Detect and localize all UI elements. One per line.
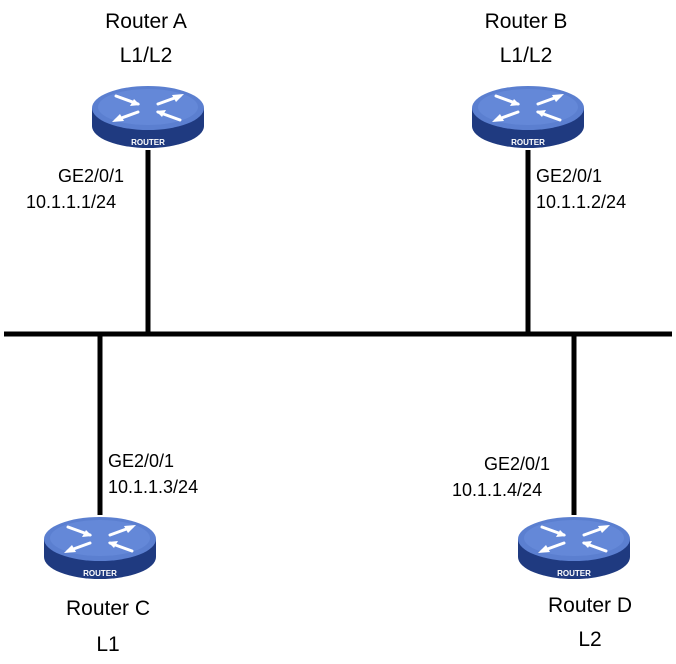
router-badge: ROUTER <box>131 138 165 147</box>
router-b-ip: 10.1.1.2/24 <box>536 192 626 212</box>
router-c-name: Router C <box>66 597 150 620</box>
router-a-interface: GE2/0/1 <box>58 166 124 186</box>
router-c-ip: 10.1.1.3/24 <box>108 477 198 497</box>
router-a-ip: 10.1.1.1/24 <box>26 192 116 212</box>
router-d-level: L2 <box>578 628 601 651</box>
router-d-name: Router D <box>548 594 632 617</box>
router-badge: ROUTER <box>511 138 545 147</box>
router-b: ROUTER Router B L1/L2 GE2/0/1 10.1.1.2/2… <box>470 10 626 212</box>
router-d-interface: GE2/0/1 <box>484 454 550 474</box>
router-c: ROUTER Router C L1 GE2/0/1 10.1.1.3/24 <box>42 451 198 656</box>
router-b-level: L1/L2 <box>500 44 553 67</box>
router-c-interface: GE2/0/1 <box>108 451 174 471</box>
router-badge: ROUTER <box>557 569 591 578</box>
router-d: ROUTER Router D L2 GE2/0/1 10.1.1.4/24 <box>452 454 632 651</box>
router-d-ip: 10.1.1.4/24 <box>452 480 542 500</box>
router-b-name: Router B <box>485 10 568 33</box>
router-b-interface: GE2/0/1 <box>536 166 602 186</box>
router-a-level: L1/L2 <box>120 44 173 67</box>
router-a-name: Router A <box>105 10 187 33</box>
router-c-level: L1 <box>96 633 119 656</box>
router-a: ROUTER Router A L1/L2 GE2/0/1 10.1.1.1/2… <box>26 10 206 212</box>
router-badge: ROUTER <box>83 569 117 578</box>
